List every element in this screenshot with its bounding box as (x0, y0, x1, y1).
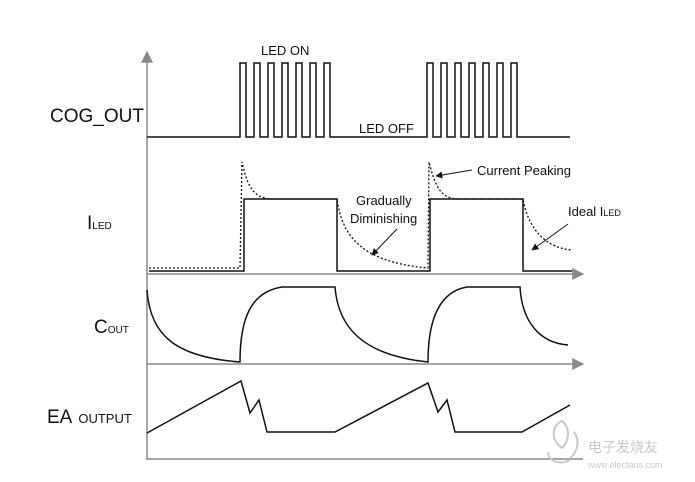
elecfans-watermark: 电子发烧友 www.elecfans.com (547, 419, 663, 470)
label-cout: COUT (94, 317, 129, 338)
gradually-label: Gradually (356, 193, 412, 208)
ideal-iled-arrow (531, 223, 569, 251)
ideal-iled-label: Ideal ILED (568, 204, 621, 219)
iled-real-waveform (149, 161, 573, 269)
ea-output-waveform (146, 379, 571, 434)
gradually-diminishing-arrow (371, 228, 398, 256)
cout-waveform (146, 286, 569, 363)
label-cog-out: COG_OUT (50, 106, 144, 127)
led-off-label: LED OFF (359, 121, 414, 136)
cog-out-waveform (147, 62, 570, 138)
watermark-url: www.elecfans.com (587, 460, 663, 470)
axes (141, 50, 585, 460)
elecfans-logo-icon (547, 419, 579, 464)
current-peaking-arrow (435, 169, 473, 179)
diminishing-label: Diminishing (350, 211, 417, 226)
watermark-name: 电子发烧友 (588, 439, 658, 455)
current-peaking-label: Current Peaking (477, 163, 571, 178)
label-iled: ILED (87, 213, 112, 234)
led-on-label: LED ON (261, 43, 309, 58)
iled-waveform (149, 198, 572, 272)
